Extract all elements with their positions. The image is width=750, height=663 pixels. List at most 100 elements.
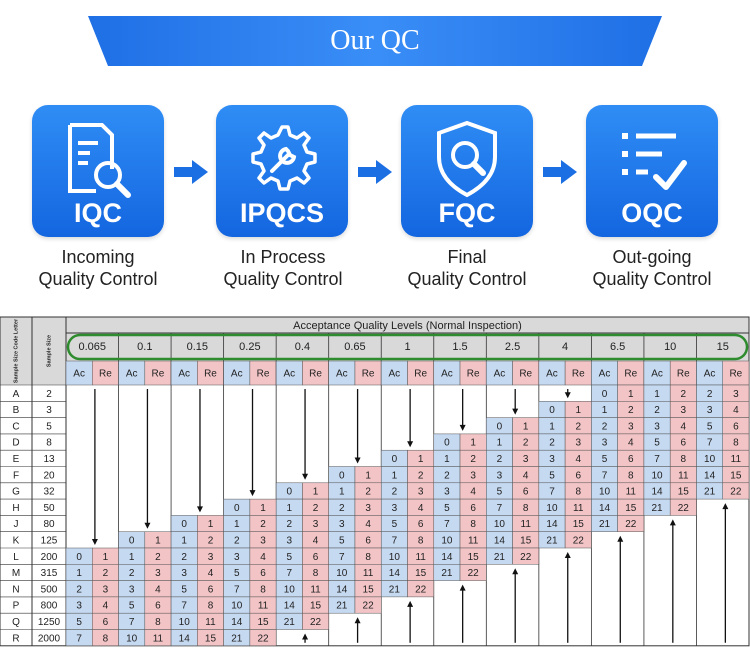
re-value: 15 [205,633,217,644]
re-cell [459,564,487,581]
re-value: 1 [313,487,319,498]
ac-value: 5 [129,601,135,612]
ac-value: 2 [602,421,608,432]
ac-value: 14 [599,503,611,514]
sample-size: 20 [43,470,55,481]
re-value: 4 [208,568,214,579]
ac-value: 2 [392,487,398,498]
ac-value: 7 [444,519,450,530]
ac-value: 10 [126,633,138,644]
re-cell [302,612,329,630]
re-value: 11 [363,568,374,579]
ac-value: 5 [444,503,450,514]
re-header-label: Re [99,369,112,380]
re-value: 8 [628,470,634,481]
down-arrow-head [459,424,466,431]
re-value: 1 [155,535,161,546]
sample-size: 200 [41,552,58,563]
re-value: 1 [365,470,371,481]
ac-value: 14 [704,470,716,481]
ac-value: 1 [234,519,240,530]
ac-value: 5 [287,552,293,563]
ac-value: 3 [392,503,398,514]
re-cell [354,596,382,614]
re-value: 6 [575,470,581,481]
ac-value: 1 [444,454,450,465]
re-value: 2 [418,470,424,481]
re-value: 3 [470,470,476,481]
re-header-cell [92,360,119,386]
ac-value: 3 [497,470,503,481]
up-arrow-head [512,568,519,575]
re-value: 6 [155,601,161,612]
aql-level-label: 0.1 [137,341,152,353]
sample-size: 80 [43,519,55,530]
re-header-label: Re [729,369,742,380]
fqc-card: FQC [401,105,533,237]
re-value: 1 [260,503,266,514]
ac-value: 3 [444,487,450,498]
ac-header-label: Ac [546,369,558,380]
ac-value: 0 [497,421,503,432]
sample-size: 32 [43,487,55,498]
ac-value: 10 [599,487,611,498]
re-value: 8 [470,519,476,530]
ac-value: 1 [392,470,398,481]
re-value: 11 [258,601,269,612]
re-value: 2 [628,405,634,416]
re-header-cell [459,360,487,386]
ac-value: 5 [549,470,555,481]
re-value: 22 [468,568,480,579]
re-value: 2 [575,421,581,432]
re-value: 6 [208,584,214,595]
ac-value: 14 [441,552,453,563]
re-header-cell [564,360,592,386]
re-value: 8 [260,584,266,595]
re-value: 22 [573,535,585,546]
aql-table: Acceptance Quality Levels (Normal Inspec… [0,316,750,647]
document-search-icon [68,123,131,198]
oqc-caption: Out-going Quality Control [557,246,747,290]
arrow-right-icon [543,160,577,184]
aql-level-label: 10 [664,341,676,353]
code-letter: F [13,470,19,481]
re-header-cell [197,360,224,386]
re-value: 15 [520,535,532,546]
re-value: 4 [628,438,634,449]
re-value: 6 [260,568,266,579]
ac-value: 21 [284,617,296,628]
re-value: 8 [313,568,319,579]
re-value: 3 [365,503,371,514]
code-letter: N [12,584,19,595]
re-value: 4 [260,552,266,563]
ac-value: 21 [651,503,663,514]
re-value: 22 [257,633,269,644]
banner-shape [88,16,662,66]
re-value: 22 [415,584,427,595]
ac-value: 3 [287,535,293,546]
re-value: 3 [103,584,109,595]
re-value: 11 [310,584,321,595]
oqc-card: OQC [586,105,718,237]
re-value: 8 [523,503,529,514]
ac-value: 14 [389,568,401,579]
ac-value: 5 [602,454,608,465]
re-value: 11 [731,454,742,465]
caption-line: Out-going [612,247,692,267]
ac-value: 3 [234,552,240,563]
ac-value: 5 [181,584,187,595]
re-header-cell [249,360,277,386]
re-value: 6 [313,552,319,563]
ac-value: 0 [339,470,345,481]
sample-size-header: Sample Size [46,335,52,367]
ac-value: 1 [129,552,135,563]
re-value: 3 [575,438,581,449]
stage-code: FQC [438,198,496,228]
re-value: 11 [415,552,426,563]
re-value: 11 [468,535,479,546]
re-value: 2 [103,568,109,579]
code-letter: B [13,405,20,416]
ac-value: 2 [444,470,450,481]
ac-value: 2 [497,454,503,465]
re-value: 1 [628,389,634,400]
